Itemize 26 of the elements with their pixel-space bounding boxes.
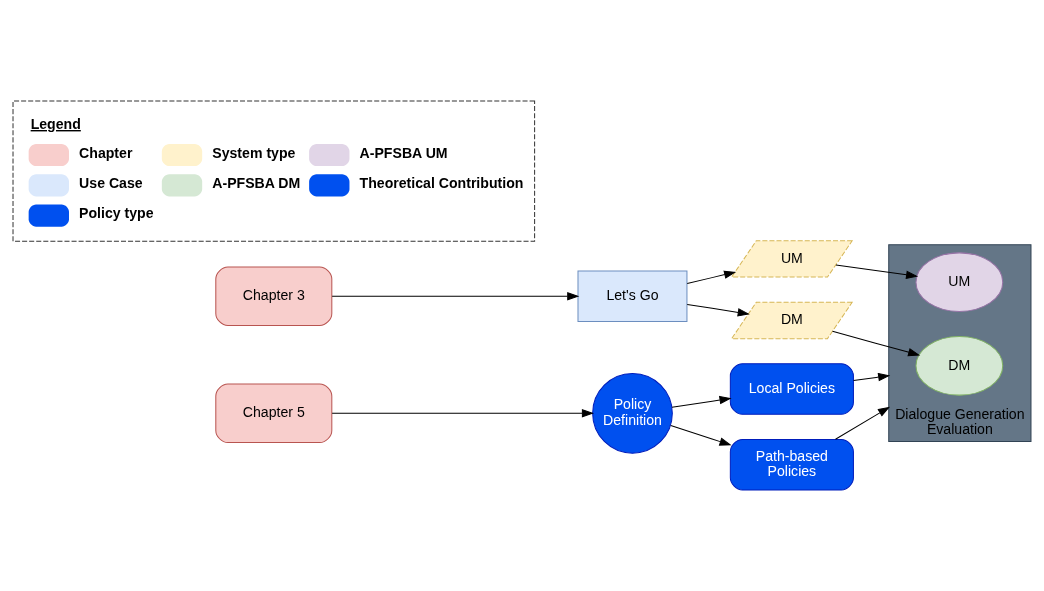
node-box: Path-based Policies (729, 439, 854, 491)
arrow (832, 330, 921, 357)
label: Legend (30, 115, 81, 132)
legend-label: Use Case (79, 175, 143, 191)
node-ellipse: UM (915, 252, 1004, 312)
arrow (853, 372, 891, 382)
node-circle: Policy Definition (592, 372, 673, 454)
legend-label: A-PFSBA UM (359, 144, 448, 161)
arrow (686, 304, 750, 317)
legend-label: System type (212, 144, 296, 161)
node-box: Local Policies (729, 363, 854, 415)
legend-label: Theoretical Contribution (359, 175, 524, 191)
arrow (331, 292, 580, 301)
legend-label: Chapter (79, 144, 133, 161)
node-box: Chapter 3 (215, 266, 333, 326)
node-ellipse: DM (915, 336, 1004, 396)
arrow (835, 264, 919, 279)
node-box: Let's Go (577, 270, 688, 322)
arrow (686, 270, 737, 284)
legend-label: Policy type (79, 205, 154, 222)
legend-label: A-PFSBA DM (212, 175, 301, 191)
arrow (331, 409, 594, 418)
arrow (670, 425, 732, 446)
arrow (671, 395, 732, 408)
node-box: Chapter 5 (215, 383, 333, 444)
arrow (835, 406, 891, 440)
